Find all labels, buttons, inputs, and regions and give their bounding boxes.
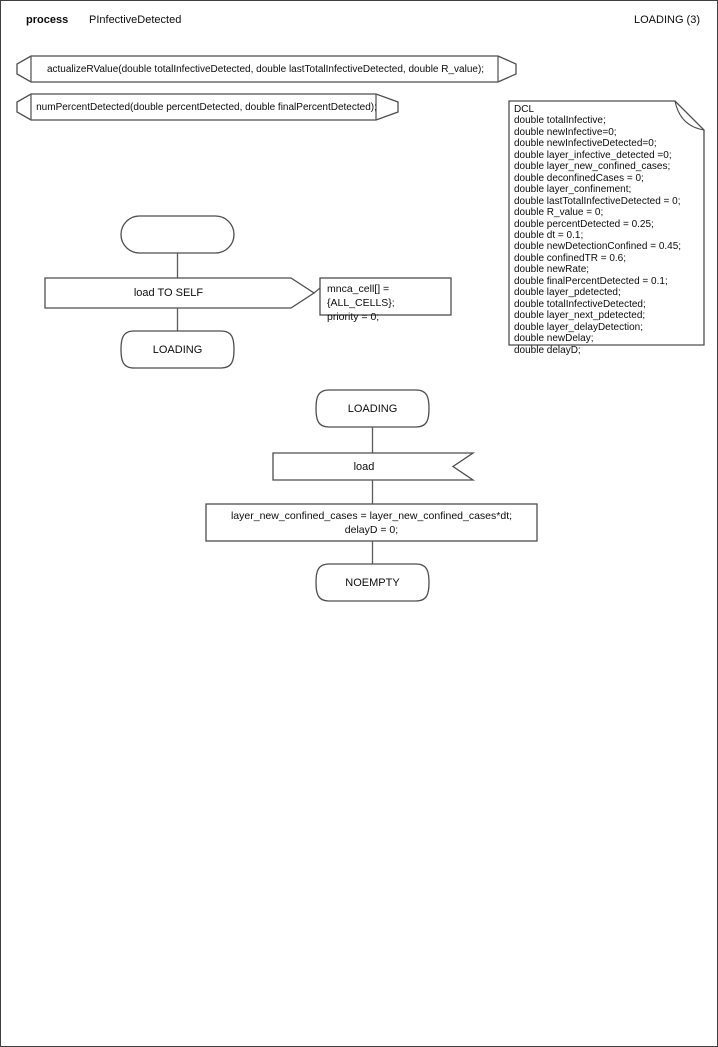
process-keyword: process bbox=[26, 14, 69, 26]
state-label-noempty: NOEMPTY bbox=[345, 576, 400, 589]
input-label: load bbox=[353, 460, 375, 473]
state-page-label: LOADING (3) bbox=[633, 14, 700, 26]
output-label: load TO SELF bbox=[133, 287, 204, 299]
state-label-loading: LOADING bbox=[347, 402, 398, 415]
state-symbol-noempty[interactable] bbox=[315, 563, 430, 602]
declarations-note-fold bbox=[674, 100, 705, 131]
procedure-label-actualizeRValue: actualizeRValue(double totalInfectiveDet… bbox=[46, 63, 485, 75]
procedure-label-numPercentDetected: numPercentDetected(double percentDetecte… bbox=[36, 101, 377, 113]
declarations-note[interactable] bbox=[508, 100, 705, 346]
process-name: PInfectiveDetected bbox=[89, 14, 182, 26]
state-label-loading-next: LOADING bbox=[152, 343, 203, 356]
comment-connector bbox=[313, 287, 321, 294]
state-symbol-loading-next[interactable] bbox=[120, 330, 235, 369]
start-symbol[interactable] bbox=[120, 215, 235, 254]
comment-text: mnca_cell[] = {ALL_CELLS}; priority = 0; bbox=[327, 283, 395, 323]
comment-box[interactable] bbox=[319, 277, 452, 316]
declarations-text: DCL double totalInfective; double newInf… bbox=[514, 104, 682, 356]
procedure-symbol-1-cap-lines bbox=[30, 56, 499, 82]
output-symbol-load-to-self[interactable] bbox=[44, 277, 316, 309]
state-symbol-loading[interactable] bbox=[315, 389, 430, 428]
input-symbol-load[interactable] bbox=[272, 452, 476, 481]
task-text: layer_new_confined_cases = layer_new_con… bbox=[230, 509, 513, 536]
task-symbol[interactable] bbox=[205, 503, 538, 542]
procedure-symbol-2-cap-lines bbox=[30, 94, 377, 120]
